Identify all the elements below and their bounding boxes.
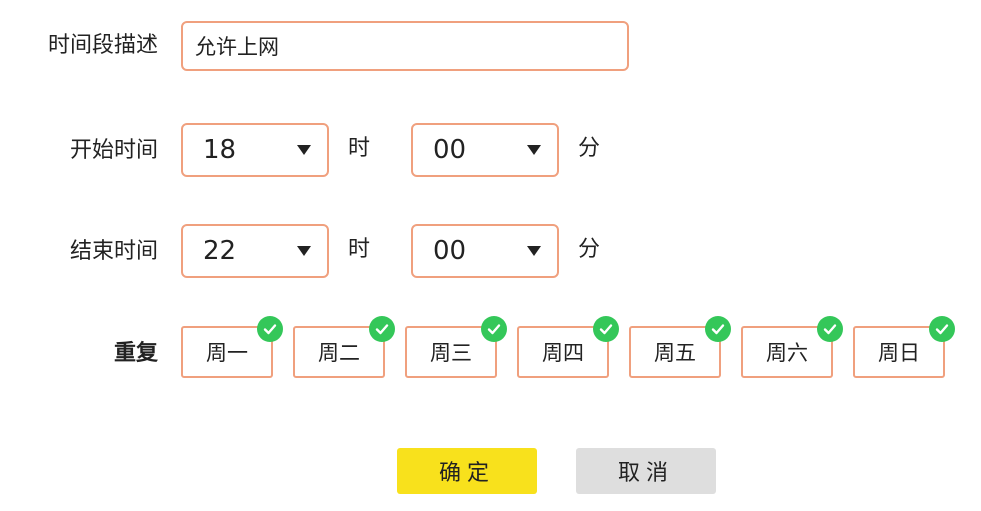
cancel-button[interactable]: 取消 xyxy=(576,448,716,494)
triangle-down-icon xyxy=(527,145,541,155)
checkmark-circle-icon xyxy=(369,316,395,342)
triangle-down-icon xyxy=(297,145,311,155)
description-input[interactable] xyxy=(181,21,629,71)
start-minute-value: 00 xyxy=(433,135,467,165)
day-label: 周四 xyxy=(542,341,584,365)
description-label: 时间段描述 xyxy=(47,33,158,58)
day-label: 周一 xyxy=(206,341,248,365)
start-hour-value: 18 xyxy=(203,135,237,165)
day-toggle-sat[interactable]: 周六 xyxy=(741,316,843,378)
checkmark-circle-icon xyxy=(481,316,507,342)
end-minute-select[interactable]: 00 xyxy=(411,224,559,278)
triangle-down-icon xyxy=(297,246,311,256)
checkmark-circle-icon xyxy=(257,316,283,342)
day-toggle-sun[interactable]: 周日 xyxy=(853,316,955,378)
day-toggle-wed[interactable]: 周三 xyxy=(405,316,507,378)
start-hour-select[interactable]: 18 xyxy=(181,123,329,177)
repeat-label: 重复 xyxy=(113,341,158,366)
day-label: 周五 xyxy=(654,341,696,365)
checkmark-circle-icon xyxy=(817,316,843,342)
end-minute-value: 00 xyxy=(433,236,467,266)
start-minute-select[interactable]: 00 xyxy=(411,123,559,177)
checkmark-circle-icon xyxy=(593,316,619,342)
confirm-button[interactable]: 确定 xyxy=(397,448,537,494)
start-hour-unit: 时 xyxy=(348,136,371,161)
day-label: 周二 xyxy=(318,341,360,365)
day-label: 周三 xyxy=(430,341,472,365)
checkmark-circle-icon xyxy=(929,316,955,342)
end-time-label: 结束时间 xyxy=(69,239,158,264)
triangle-down-icon xyxy=(527,246,541,256)
start-minute-unit: 分 xyxy=(578,136,601,161)
day-label: 周日 xyxy=(878,341,920,365)
checkmark-circle-icon xyxy=(705,316,731,342)
day-toggle-mon[interactable]: 周一 xyxy=(181,316,283,378)
start-time-label: 开始时间 xyxy=(69,138,158,163)
end-minute-unit: 分 xyxy=(578,237,601,262)
end-hour-select[interactable]: 22 xyxy=(181,224,329,278)
end-hour-value: 22 xyxy=(203,236,237,266)
day-toggle-fri[interactable]: 周五 xyxy=(629,316,731,378)
end-hour-unit: 时 xyxy=(348,237,371,262)
day-toggle-thu[interactable]: 周四 xyxy=(517,316,619,378)
day-toggle-tue[interactable]: 周二 xyxy=(293,316,395,378)
day-label: 周六 xyxy=(766,341,808,365)
